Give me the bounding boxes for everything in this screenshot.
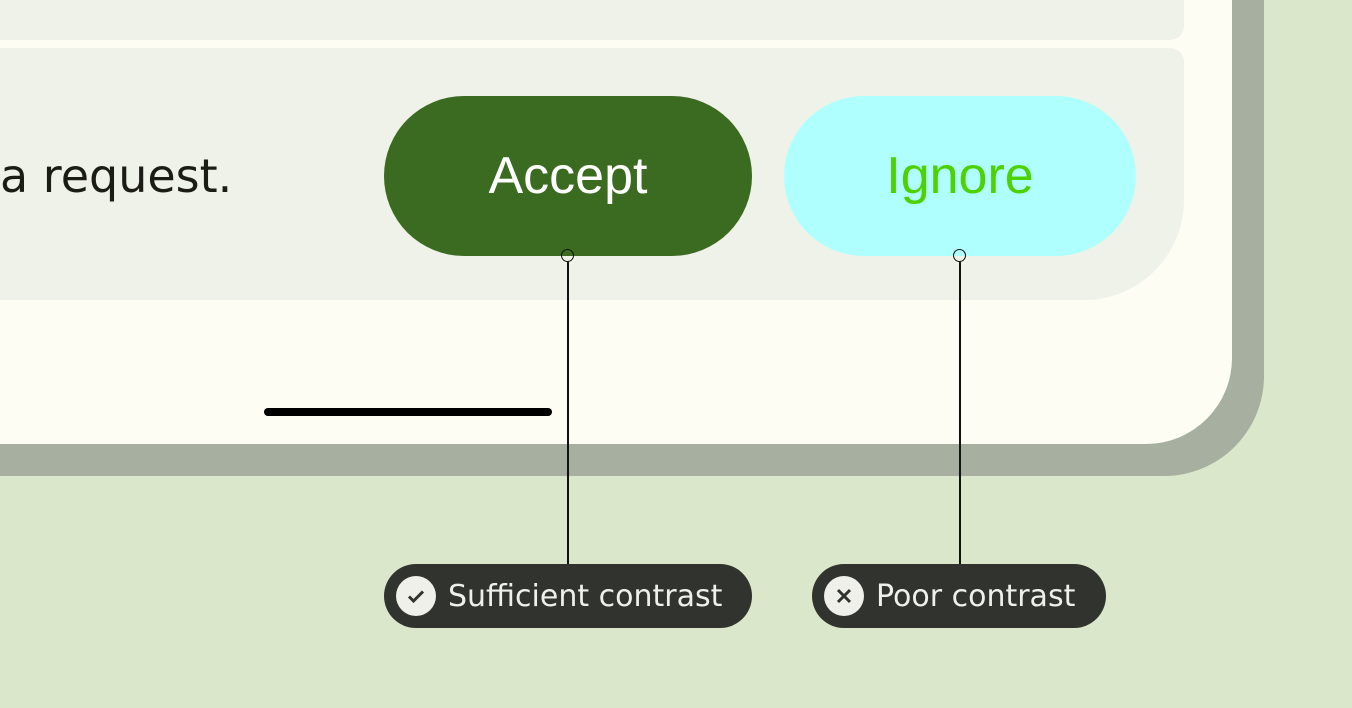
poor-contrast-label: Poor contrast	[812, 564, 1106, 628]
annotation-text: Sufficient contrast	[448, 578, 723, 614]
request-message: a request.	[0, 149, 233, 203]
card-top	[0, 0, 1184, 40]
annotation-text: Poor contrast	[876, 578, 1076, 614]
sufficient-contrast-label: Sufficient contrast	[384, 564, 752, 628]
annotation-dot	[953, 249, 966, 262]
annotation-dot	[561, 249, 574, 262]
close-icon	[824, 576, 864, 616]
accept-button[interactable]: Accept	[384, 96, 752, 256]
ignore-button[interactable]: Ignore	[784, 96, 1136, 256]
check-icon	[396, 576, 436, 616]
home-indicator[interactable]	[264, 408, 552, 416]
annotation-line	[959, 262, 961, 564]
annotation-line	[567, 262, 569, 564]
